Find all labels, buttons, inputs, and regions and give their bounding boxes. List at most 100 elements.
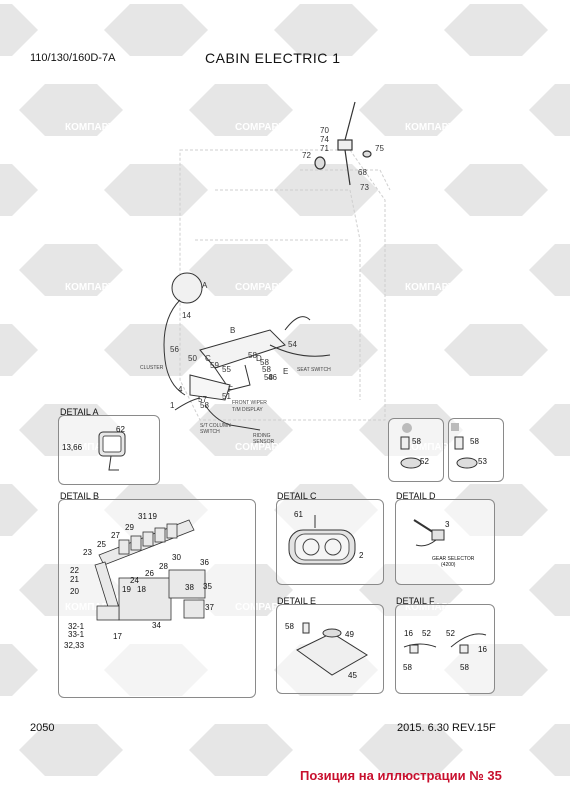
watermark-word: COMPART — [535, 202, 570, 213]
callout-14: 14 — [182, 311, 191, 320]
callout-71: 71 — [320, 144, 329, 153]
detail-b-panel — [58, 499, 256, 698]
detail-h-num-58: 58 — [470, 437, 479, 446]
note-front-wiper: FRONT WIPER — [232, 400, 267, 406]
callout-72: 72 — [302, 151, 311, 160]
callout-70: 70 — [320, 126, 329, 135]
main-callouts: 70 74 71 75 72 68 73 A 14 B 56 50 C 59 5… — [170, 126, 384, 410]
detail-b-num-20: 20 — [70, 587, 79, 596]
watermark-word: КОМПАРТ — [25, 522, 74, 533]
detail-b-num-31: 31 — [138, 512, 147, 521]
callout-58b: 58 — [260, 358, 269, 367]
note-seat-switch: SEAT SWITCH — [297, 367, 331, 373]
detail-h-panel — [448, 418, 504, 482]
antenna-assembly — [314, 101, 372, 186]
detail-b-num-28: 28 — [159, 562, 168, 571]
callout-B: B — [230, 326, 235, 335]
detail-a-drawing — [98, 431, 126, 471]
note-cluster: CLUSTER — [140, 365, 164, 371]
callout-58a: 58 — [248, 351, 257, 360]
watermark-word: КОМПАРТ — [25, 362, 74, 373]
callout-50: 50 — [188, 354, 197, 363]
watermark-word: COMPART — [535, 522, 570, 533]
callout-59: 59 — [210, 361, 219, 370]
detail-a-label: DETAIL A — [60, 407, 99, 417]
note-sensor: SENSOR — [253, 439, 275, 445]
detail-f-num-52a: 52 — [422, 629, 431, 638]
watermark-word: КОМПАРТ — [405, 122, 454, 133]
detail-b-num-23: 23 — [83, 548, 92, 557]
detail-f-num-16a: 16 — [404, 629, 413, 638]
detail-b-num-27: 27 — [111, 531, 120, 540]
detail-b-num-32-1: 32-1 — [68, 622, 85, 631]
callout-58d: 58 — [264, 373, 273, 382]
callout-54: 54 — [288, 340, 297, 349]
detail-b-num-17: 17 — [113, 632, 122, 641]
callout-F: F — [228, 385, 233, 394]
detail-b-num-24: 24 — [130, 576, 139, 585]
note-riding: RIDING — [253, 433, 271, 439]
watermark-word: COMPART — [195, 362, 245, 373]
watermark-word: COMPART — [235, 122, 285, 133]
watermark-word: КОМПАРТ — [65, 122, 114, 133]
wire-harness — [163, 272, 331, 431]
watermark-word: COMPART — [235, 282, 285, 293]
detail-b-num-18: 18 — [137, 585, 146, 594]
callout-75: 75 — [375, 144, 384, 153]
callout-C: C — [205, 354, 211, 363]
callout-4: 4 — [178, 385, 183, 394]
detail-a-num-1366: 13,66 — [62, 443, 83, 452]
detail-b-num-19: 19 — [148, 512, 157, 521]
detail-b-num-3233: 32,33 — [64, 641, 85, 650]
detail-f-num-52b: 52 — [446, 629, 455, 638]
detail-b-num-36: 36 — [200, 558, 209, 567]
callout-58c: 58 — [262, 365, 271, 374]
callout-E: E — [283, 367, 288, 376]
detail-f-drawing — [403, 633, 487, 654]
detail-b-num-21: 21 — [70, 575, 79, 584]
watermark-word: КОМПАРТ — [405, 282, 454, 293]
detail-b-num-25: 25 — [97, 540, 106, 549]
callout-73: 73 — [360, 183, 369, 192]
detail-g-drawing — [400, 423, 422, 469]
detail-a-num-62: 62 — [116, 425, 125, 434]
revision-date: 2015. 6.30 REV.15F — [397, 722, 496, 734]
detail-h-drawing — [451, 423, 478, 469]
page-title: CABIN ELECTRIC 1 — [205, 50, 341, 66]
detail-e-label: DETAIL E — [277, 596, 317, 606]
detail-c-panel — [276, 499, 384, 585]
detail-b-num-34: 34 — [152, 621, 161, 630]
detail-c-num-2: 2 — [359, 551, 364, 560]
detail-d-note-gear: GEAR SELECTOR — [432, 556, 475, 562]
detail-f-num-58b: 58 — [460, 663, 469, 672]
detail-a-panel — [58, 415, 160, 485]
detail-e-panel — [276, 604, 384, 694]
detail-d-num-3: 3 — [445, 520, 450, 529]
detail-b-num-29: 29 — [125, 523, 134, 532]
detail-c-num-61: 61 — [294, 510, 303, 519]
detail-g-num-52: 52 — [420, 457, 429, 466]
page-number: 2050 — [30, 722, 55, 734]
detail-b-drawing — [94, 519, 206, 621]
detail-g-panel — [388, 418, 444, 482]
detail-b-num-26: 26 — [145, 569, 154, 578]
watermark-word: КОМПАРТ — [65, 282, 114, 293]
detail-b-num-35: 35 — [203, 582, 212, 591]
detail-f-num-16b: 16 — [478, 645, 487, 654]
illustration-position: Позиция на иллюстрации № 35 — [300, 768, 502, 783]
note-switch: SWITCH — [200, 429, 220, 435]
detail-d-drawing — [413, 519, 445, 547]
callout-51: 51 — [222, 392, 231, 401]
callout-D: D — [256, 354, 262, 363]
watermark-word: КОМПАРТ — [365, 202, 414, 213]
watermark-word: COMPART — [195, 202, 245, 213]
detail-e-num-49: 49 — [345, 630, 354, 639]
detail-d-note-code: (4200) — [441, 562, 456, 568]
detail-f-panel — [395, 604, 495, 694]
note-st-column: S/T COLUMN — [200, 423, 231, 429]
callout-57: 57 — [198, 395, 207, 404]
callout-56: 56 — [170, 345, 179, 354]
detail-b-label: DETAIL B — [60, 491, 100, 501]
detail-e-drawing — [296, 622, 368, 676]
